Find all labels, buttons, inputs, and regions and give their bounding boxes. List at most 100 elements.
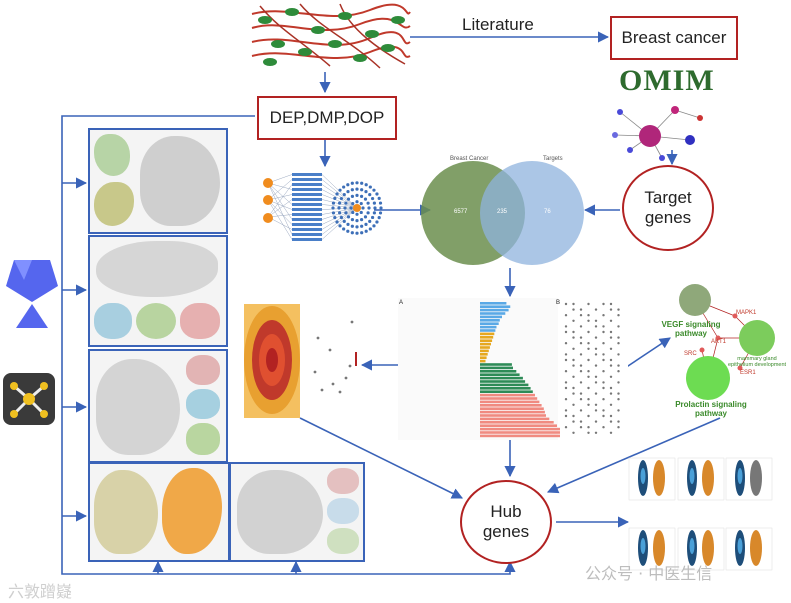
network-target-node (355, 225, 359, 229)
dot-matrix-point (609, 414, 613, 418)
network-target-node (375, 192, 379, 196)
dot-matrix-point (587, 431, 590, 434)
network-target-node (346, 229, 350, 233)
dot-matrix-point (579, 420, 583, 423)
dot-matrix-point (579, 336, 583, 339)
dot-matrix-point (609, 330, 613, 334)
pathway-network (679, 284, 775, 400)
dot-matrix-point (587, 414, 590, 418)
compound-target-network (263, 173, 383, 241)
network-target-node (368, 185, 372, 189)
violin-panel (677, 527, 725, 571)
dot-matrix-point (572, 302, 575, 306)
dot-matrix-point (617, 364, 620, 367)
dot-matrix-point (564, 314, 568, 317)
dot-matrix-point (587, 342, 590, 345)
violin-panel (628, 457, 676, 501)
network-target-node (367, 206, 371, 210)
network-target-node (355, 219, 359, 223)
enrichment-bar (480, 410, 545, 414)
enrichment-bar (480, 332, 495, 336)
docking-panel-2 (88, 235, 228, 347)
dot-matrix-point (572, 330, 575, 334)
hub-genes-node: Hub genes (460, 480, 552, 564)
network-target-node (333, 196, 337, 200)
dot-matrix-point (594, 336, 598, 339)
network-target-node (364, 222, 368, 226)
dot-matrix-point (564, 302, 568, 306)
enrichment-bar (480, 305, 511, 308)
scatter-point (338, 390, 342, 394)
enrichment-bar (480, 421, 554, 424)
network-target-node (355, 200, 359, 204)
network-target-node (350, 194, 355, 198)
dot-matrix-point (587, 319, 590, 322)
dot-matrix-point (594, 409, 598, 412)
dot-matrix-point (572, 347, 575, 350)
dot-matrix-point (572, 431, 575, 434)
literature-fiber-image (250, 2, 411, 70)
enrichment-bar (480, 424, 557, 427)
network-target-node (350, 224, 354, 228)
enrichment-bar (480, 393, 535, 397)
enrichment-bar (480, 380, 526, 383)
dot-matrix-point (564, 330, 568, 334)
network-compound-node (292, 208, 322, 211)
gene-label-esr1: ESR1 (740, 370, 756, 376)
enrichment-bar (480, 434, 563, 438)
dot-matrix-point (594, 325, 598, 328)
dot-matrix-point (609, 403, 613, 406)
network-target-node (370, 215, 375, 220)
network-target-node (355, 181, 359, 185)
network-target-node (377, 216, 381, 220)
dot-matrix-point (602, 370, 605, 373)
network-target-node (337, 206, 341, 210)
dot-matrix-point (609, 308, 613, 311)
dot-matrix-point (617, 409, 620, 412)
dot-matrix-point (587, 426, 590, 429)
dot-matrix-point (572, 392, 575, 395)
venn-right-title: Targets (543, 156, 563, 162)
dot-matrix-point (609, 386, 613, 390)
network-target-node (370, 196, 375, 201)
dot-matrix-point (609, 319, 613, 322)
violin-panel (628, 527, 676, 571)
network-target-node (372, 188, 376, 192)
enrichment-bar (480, 308, 509, 312)
ppi-cluster-image (244, 304, 357, 418)
enrichment-bar (480, 325, 497, 329)
venn-diagram (421, 161, 584, 265)
dot-matrix-point (602, 330, 605, 334)
enrichment-bar (480, 302, 507, 305)
network-compound-node (292, 178, 322, 181)
arrow-ppi-to-hub (299, 417, 464, 499)
network-target-node (351, 210, 355, 215)
network-target-node (372, 224, 376, 228)
dot-matrix-point (564, 414, 568, 418)
dot-matrix-point (572, 414, 575, 418)
network-target-node (364, 229, 368, 233)
network-compound-node (292, 218, 322, 221)
dot-matrix-point (579, 398, 583, 401)
venn-overlap-count: 235 (497, 209, 508, 215)
dot-matrix-point (609, 358, 613, 362)
network-target-node (338, 188, 342, 192)
enrichment-barplot (398, 298, 628, 440)
dot-matrix-point (579, 364, 583, 367)
dot-matrix-point (609, 302, 613, 306)
dot-matrix-point (579, 353, 583, 356)
network-target-node (359, 201, 363, 206)
dot-matrix-point (609, 375, 613, 378)
dot-matrix-point (594, 381, 598, 384)
network-compound-node (292, 213, 322, 216)
network-target-node (343, 206, 347, 210)
venn-left-count: 6577 (454, 209, 468, 215)
network-target-node (339, 196, 344, 201)
violin-panel (725, 457, 773, 501)
dot-matrix-point (564, 342, 568, 345)
violin-shape (702, 460, 714, 496)
dot-matrix-point (594, 431, 598, 434)
dot-matrix-point (564, 353, 568, 356)
gene-label-mapk1: MAPK1 (736, 310, 757, 316)
